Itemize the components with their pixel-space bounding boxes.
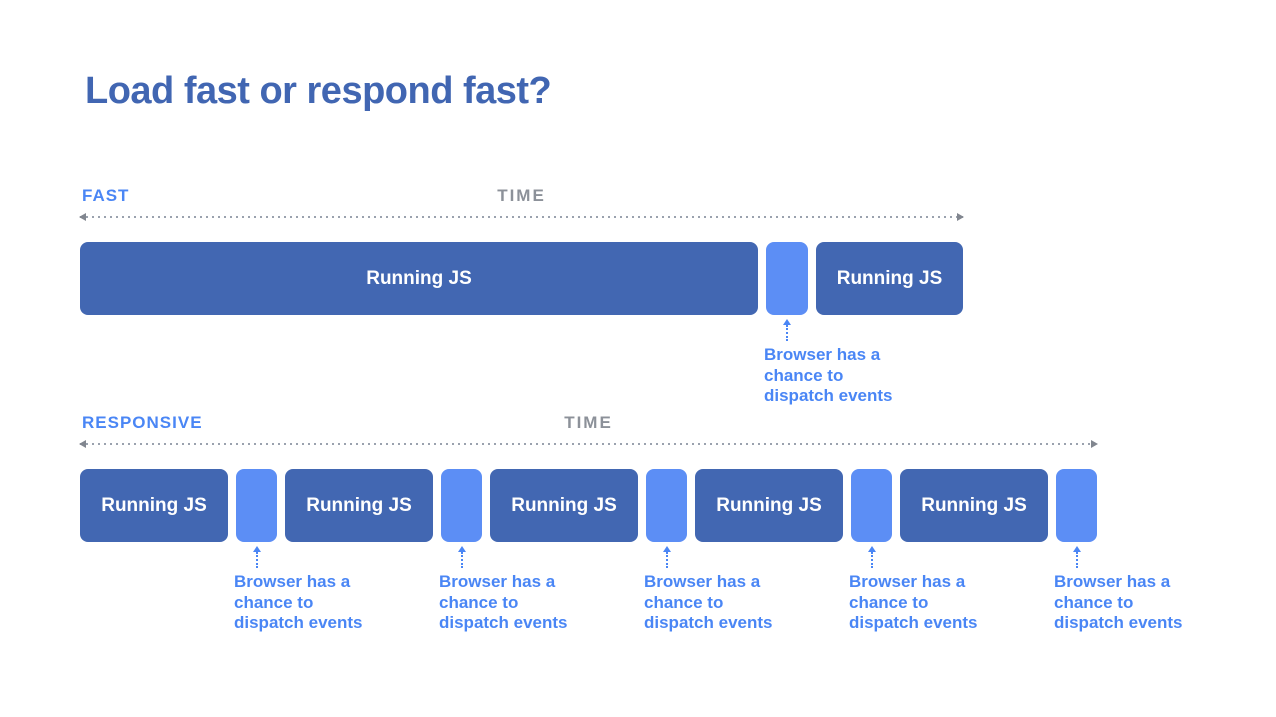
up-arrow-icon	[662, 546, 671, 568]
arrow-stem	[460, 552, 463, 568]
running-js-block: Running JS	[816, 242, 963, 315]
up-arrow-icon	[867, 546, 876, 568]
running-js-label: Running JS	[366, 267, 472, 289]
timeline-header: RESPONSIVE TIME	[80, 413, 1097, 433]
timeline-label: RESPONSIVE	[82, 413, 203, 432]
time-axis-dotted-line	[79, 440, 1098, 448]
up-arrow-icon	[252, 546, 261, 568]
arrow-head	[457, 546, 466, 552]
annotation-text: Browser has a chance to dispatch events	[1054, 572, 1183, 632]
running-js-block: Running JS	[900, 469, 1048, 542]
arrow-left-icon	[79, 440, 86, 448]
annotation-text: Browser has a chance to dispatch events	[234, 572, 363, 632]
up-arrow-icon	[783, 319, 791, 341]
timeline-header: FAST TIME	[80, 186, 963, 206]
arrow-head	[783, 319, 791, 325]
event-dispatch-gap-block: Browser has a chance to dispatch events	[764, 242, 893, 405]
timeline-responsive: RESPONSIVE TIME Running JS Browser has a ch…	[79, 413, 1183, 632]
timeline-fast: FAST TIME Running JS Browser has a chance t…	[79, 186, 964, 405]
arrow-stem	[786, 325, 788, 341]
running-js-label: Running JS	[921, 494, 1027, 516]
timeline-label: FAST	[82, 186, 130, 205]
timeline-blocks-row: Running JS Browser has a chance to dispat…	[80, 242, 963, 405]
arrow-stem	[665, 552, 668, 568]
event-dispatch-gap-block: Browser has a chance to dispatch events	[849, 469, 978, 632]
running-js-block: Running JS	[80, 242, 758, 315]
running-js-block: Running JS	[285, 469, 433, 542]
running-js-label: Running JS	[836, 267, 943, 289]
timeline-blocks-row: Running JS Browser has a chance to dispat…	[80, 469, 1183, 632]
running-js-block: Running JS	[695, 469, 843, 542]
running-js-label: Running JS	[511, 494, 617, 516]
arrow-head	[867, 546, 876, 552]
time-axis-label: TIME	[564, 413, 613, 432]
arrow-head	[1072, 546, 1081, 552]
arrow-right-icon	[957, 213, 964, 221]
event-dispatch-gap-block: Browser has a chance to dispatch events	[644, 469, 773, 632]
event-dispatch-gap-block: Browser has a chance to dispatch events	[1054, 469, 1183, 632]
running-js-label: Running JS	[306, 494, 412, 516]
event-dispatch-gap-block: Browser has a chance to dispatch events	[439, 469, 568, 632]
slide-title: Load fast or respond fast?	[85, 70, 552, 112]
annotation-text: Browser has a chance to dispatch events	[644, 572, 773, 632]
arrow-head	[252, 546, 261, 552]
running-js-block: Running JS	[80, 469, 228, 542]
time-axis-dotted-line	[79, 213, 964, 221]
up-arrow-icon	[457, 546, 466, 568]
annotation-text: Browser has a chance to dispatch events	[849, 572, 978, 632]
time-axis-label: TIME	[497, 186, 546, 205]
arrow-right-icon	[1091, 440, 1098, 448]
arrow-left-icon	[79, 213, 86, 221]
event-dispatch-gap-block: Browser has a chance to dispatch events	[234, 469, 363, 632]
running-js-label: Running JS	[101, 494, 207, 516]
running-js-block: Running JS	[490, 469, 638, 542]
annotation-text: Browser has a chance to dispatch events	[439, 572, 568, 632]
up-arrow-icon	[1072, 546, 1081, 568]
arrow-stem	[870, 552, 873, 568]
arrow-stem	[1075, 552, 1078, 568]
running-js-label: Running JS	[716, 494, 822, 516]
annotation-text: Browser has a chance to dispatch events	[764, 345, 893, 405]
arrow-stem	[255, 552, 258, 568]
arrow-head	[662, 546, 671, 552]
